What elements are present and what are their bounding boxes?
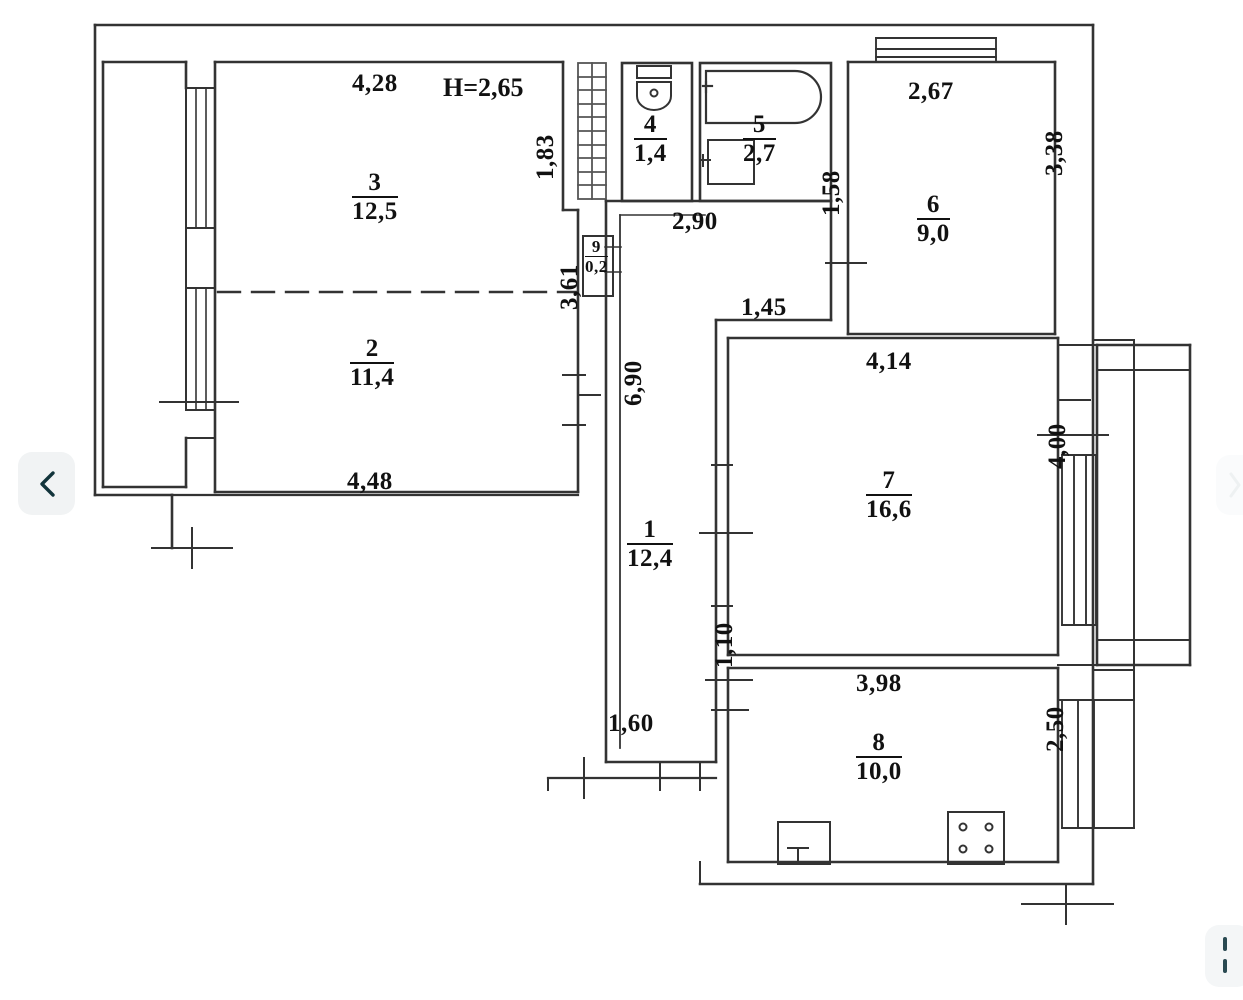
next-image-button-secondary[interactable]	[1205, 925, 1243, 987]
dimension-1-83: 1,83	[532, 134, 559, 180]
room-area-7: 16,6	[866, 494, 912, 524]
dimension-room6-width: 2,67	[908, 78, 954, 105]
room-number-7: 7	[882, 467, 896, 494]
chevron-left-icon	[39, 470, 55, 497]
room-label-2: 2 11,4	[350, 335, 395, 392]
room-label-5: 5 2,7	[743, 111, 776, 168]
room-label-1: 1 12,4	[627, 516, 673, 573]
room-area-3: 12,5	[352, 196, 398, 226]
room-number-5: 5	[752, 111, 766, 138]
room-area-4: 1,4	[634, 138, 667, 168]
chevron-right-icon-secondary	[1223, 937, 1227, 973]
next-image-button[interactable]	[1216, 455, 1243, 515]
room-label-6: 6 9,0	[917, 191, 950, 248]
dimension-3-38: 3,38	[1041, 130, 1068, 176]
dimension-3-61: 3,61	[556, 264, 583, 310]
previous-image-button[interactable]	[18, 452, 75, 515]
room-area-6: 9,0	[917, 218, 950, 248]
dimension-room7-width: 4,14	[866, 348, 912, 375]
room-number-8: 8	[872, 729, 886, 756]
room-area-9: 0,2	[585, 255, 608, 276]
dimension-1-60: 1,60	[608, 710, 654, 737]
ceiling-height-label: H=2,65	[443, 73, 524, 102]
dimension-4-00: 4,00	[1044, 423, 1071, 469]
dimension-2-50: 2,50	[1042, 706, 1069, 752]
dimension-6-90: 6,90	[620, 360, 647, 406]
room-number-3: 3	[368, 169, 382, 196]
dimension-room8-width: 3,98	[856, 670, 902, 697]
room-label-4: 4 1,4	[634, 111, 667, 168]
room-area-2: 11,4	[350, 362, 395, 392]
room-label-9: 9 0,2	[585, 238, 608, 276]
room-number-1: 1	[643, 516, 657, 543]
dimension-1-58: 1,58	[818, 170, 845, 216]
room-area-5: 2,7	[743, 138, 776, 168]
chevron-right-icon	[1229, 472, 1241, 498]
room-area-8: 10,0	[856, 756, 902, 786]
dimension-1-10: 1,10	[711, 622, 738, 668]
room-number-6: 6	[926, 191, 940, 218]
dimension-2-90: 2,90	[672, 208, 718, 235]
room-number-2: 2	[365, 335, 379, 362]
room-label-3: 3 12,5	[352, 169, 398, 226]
room-label-8: 8 10,0	[856, 729, 902, 786]
dimension-room3-width: 4,28	[352, 70, 398, 97]
room-label-7: 7 16,6	[866, 467, 912, 524]
dimension-1-45: 1,45	[741, 294, 787, 321]
room-area-1: 12,4	[627, 543, 673, 573]
room-number-9: 9	[591, 237, 601, 256]
dimension-room2-width: 4,48	[347, 468, 393, 495]
room-number-4: 4	[643, 111, 657, 138]
